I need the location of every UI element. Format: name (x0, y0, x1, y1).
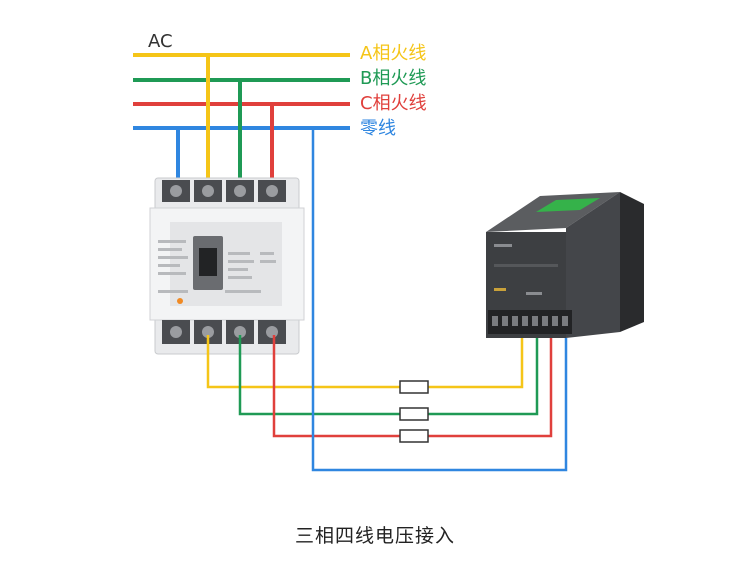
breaker-indicator (177, 298, 183, 304)
meter-terminals (488, 310, 572, 334)
wire-phase-a (206, 335, 524, 389)
circuit-breaker (149, 177, 305, 355)
fuse-c (399, 429, 429, 443)
breaker-top-terminals (162, 180, 286, 202)
fuse-b (399, 407, 429, 421)
breaker-handle (193, 236, 223, 290)
ac-label: AC (148, 31, 173, 52)
diagram-caption: 三相四线电压接入 (294, 525, 455, 547)
fuses (399, 380, 429, 443)
neutral-label: 零线 (360, 118, 396, 139)
output-wires (206, 128, 568, 472)
phase-a-label: A相火线 (360, 43, 427, 64)
fuse-a (399, 380, 429, 394)
wire-neutral (311, 128, 568, 472)
phase-c-label: C相火线 (360, 93, 427, 114)
power-meter (486, 192, 644, 338)
wire-phase-b (238, 335, 539, 416)
phase-b-label: B相火线 (360, 68, 427, 89)
breaker-input-wires (176, 55, 274, 188)
